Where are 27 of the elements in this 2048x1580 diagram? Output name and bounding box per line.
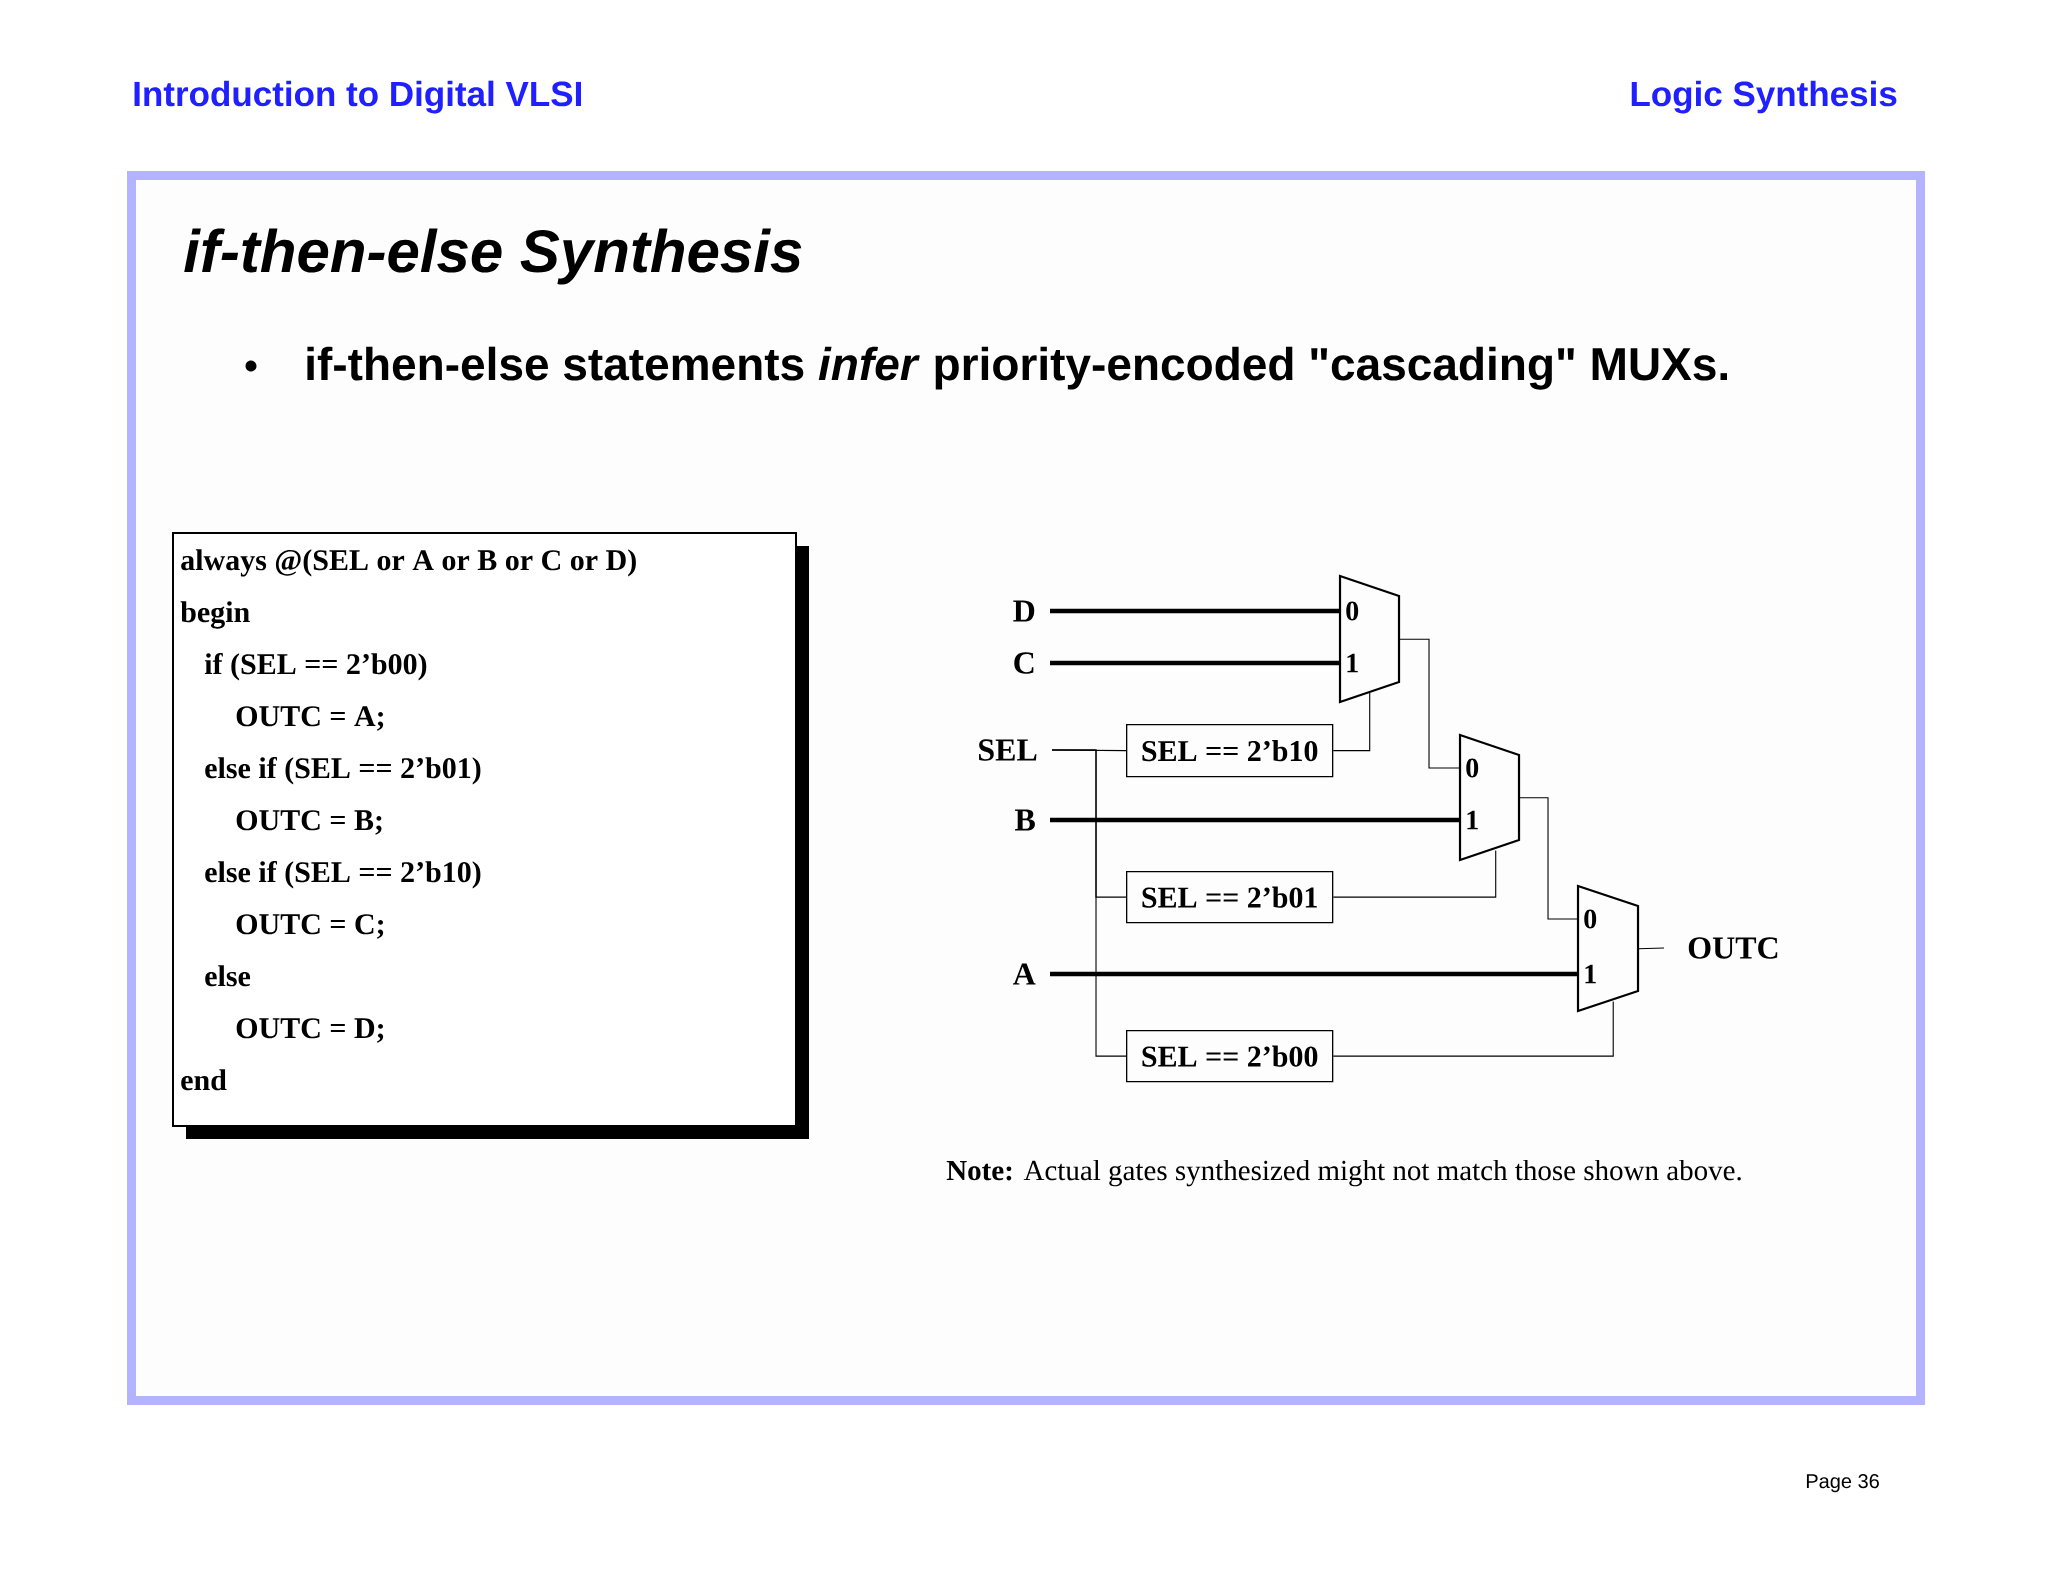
comparator-box: SEL == 2’b01 bbox=[1126, 871, 1334, 924]
signal-label: A bbox=[1013, 963, 1036, 985]
wire bbox=[1050, 971, 1578, 977]
header-text: Introduction to Digital VLSI bbox=[134, 80, 581, 114]
wire bbox=[1050, 660, 1340, 666]
signal-label: C bbox=[1014, 652, 1034, 674]
note-text: Note: Actual gates synthesized might not match those shown above. bbox=[946, 1159, 1741, 1187]
signal-label: B bbox=[1015, 809, 1035, 831]
wire bbox=[1332, 691, 1371, 752]
code-box: always @(SEL or A or B or C or D) begin if (SEL == 2’b00) OUTC = A; else if (SEL == 2’b01) OUTC = B; else if (SEL == 2’b10) OUTC = C; else OUTC = D; end bbox=[172, 532, 809, 1139]
wire bbox=[1050, 608, 1340, 614]
wire bbox=[1637, 947, 1665, 950]
signal-label: SEL bbox=[979, 739, 1037, 761]
page-number: Page 36 bbox=[1806, 1474, 1879, 1493]
bullet-text: if-then-else statements infer priority-encoded "cascading" MUXs. bbox=[307, 346, 1727, 390]
wire bbox=[1050, 817, 1460, 823]
comparator-box: SEL == 2’b10 bbox=[1126, 724, 1334, 778]
header-text: Logic Synthesis bbox=[1631, 80, 1897, 114]
wire bbox=[1051, 749, 1127, 1057]
wire bbox=[1332, 1000, 1614, 1057]
wire bbox=[1518, 797, 1579, 920]
comparator-box: SEL == 2’b00 bbox=[1126, 1030, 1334, 1083]
wire bbox=[1332, 849, 1497, 898]
slide-title: if-then-else Synthesis bbox=[184, 228, 802, 285]
signal-label: D bbox=[1013, 600, 1035, 622]
signal-label: OUTC bbox=[1688, 937, 1778, 959]
wire bbox=[1398, 638, 1461, 769]
